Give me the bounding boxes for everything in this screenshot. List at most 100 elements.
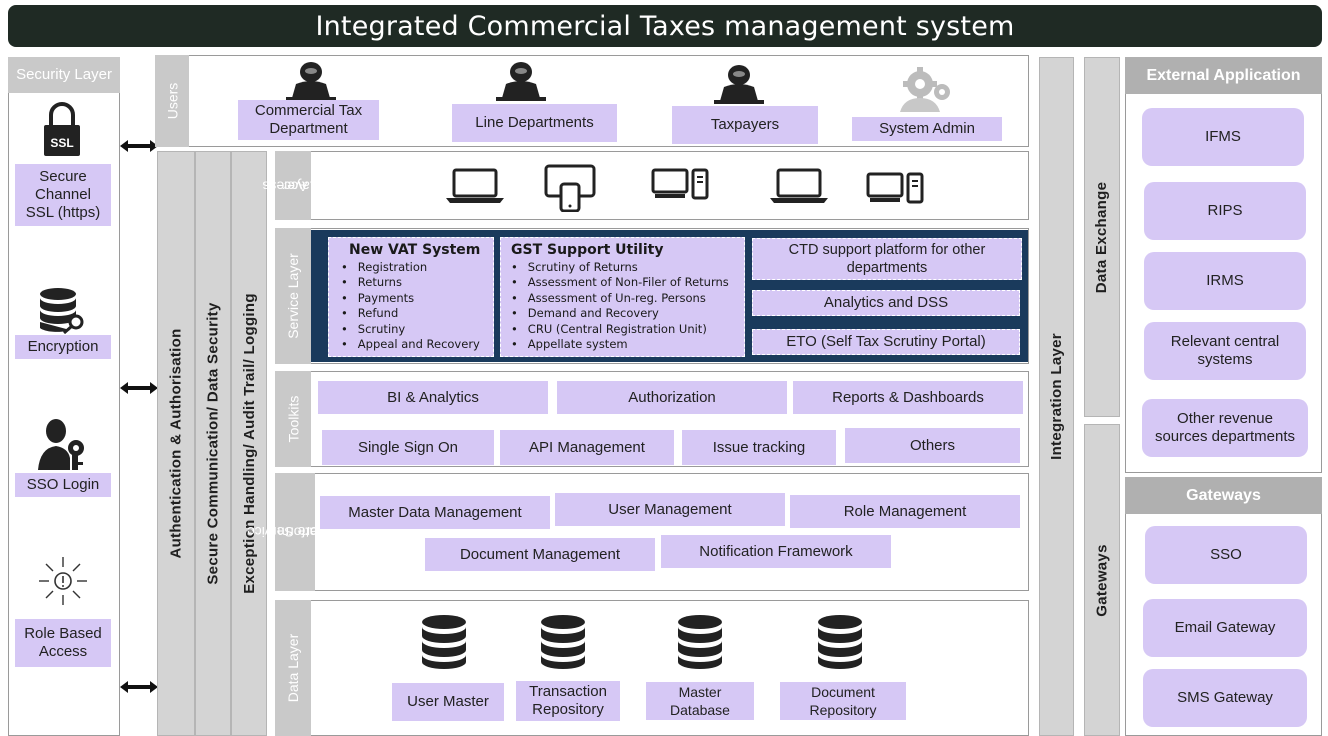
- database-icon: [422, 615, 466, 669]
- auth-bar: Authentication & Authorisation: [157, 151, 195, 736]
- database-icon: [541, 615, 585, 669]
- gst-item: Appellate system: [511, 337, 744, 352]
- gst-utility-box: GST Support Utility Scrutiny of Returns …: [500, 237, 745, 357]
- core-service-label: Core Service Platform: [247, 473, 329, 591]
- vat-item: Scrutiny: [341, 322, 493, 337]
- user-key-icon: [38, 419, 84, 470]
- toolkits-label: Toolkits: [275, 371, 311, 467]
- laptop-icon: [770, 168, 828, 203]
- core-document-management: Document Management: [425, 538, 655, 571]
- laptop-icon: [446, 168, 504, 203]
- database-key-icon: [40, 288, 84, 334]
- external-application-header: External Application: [1125, 57, 1322, 94]
- data-master-line-2: Database: [670, 702, 730, 718]
- security-item-encryption: Encryption: [15, 335, 111, 359]
- eto-portal-box: ETO (Self Tax Scrutiny Portal): [752, 329, 1020, 355]
- ctd-line-2: departments: [846, 260, 928, 276]
- vat-item: Refund: [341, 306, 493, 321]
- ctd-line-1: CTD support platform for other: [788, 242, 986, 258]
- gst-utility-title: GST Support Utility: [511, 242, 664, 258]
- database-icon: [818, 615, 862, 669]
- data-document-line-2: Repository: [809, 702, 877, 718]
- core-notification-framework: Notification Framework: [661, 535, 891, 568]
- access-layer-label: Access Layer: [263, 151, 318, 220]
- gst-utility-list: Scrutiny of Returns Assessment of Non-Fi…: [511, 260, 744, 352]
- data-document-line-1: Document: [811, 684, 875, 700]
- desktop-computer-icon: [866, 172, 924, 204]
- toolkit-reports-dashboards: Reports & Dashboards: [793, 381, 1023, 414]
- external-rips: RIPS: [1144, 182, 1306, 240]
- toolkit-api-management: API Management: [500, 430, 674, 465]
- vat-item: Payments: [341, 291, 493, 306]
- vat-item: Registration: [341, 260, 493, 275]
- data-layer-label: Data Layer: [275, 600, 311, 736]
- security-role-line-2: Access: [38, 643, 88, 660]
- user-laptop-icon: [496, 62, 546, 101]
- gateway-sso: SSO: [1145, 526, 1307, 584]
- external-irms: IRMS: [1144, 252, 1306, 310]
- secure-communication-bar: Secure Communication/ Data Security: [195, 151, 231, 736]
- gateway-email: Email Gateway: [1143, 599, 1307, 657]
- vat-item: Appeal and Recovery: [341, 337, 493, 352]
- security-layer-header: Security Layer: [8, 57, 120, 93]
- user-commercial-tax-department: Commercial Tax Department: [238, 100, 379, 140]
- users-label: Users: [155, 55, 189, 147]
- core-role-management: Role Management: [790, 495, 1020, 528]
- user-system-admin: System Admin: [852, 117, 1002, 141]
- toolkit-authorization: Authorization: [557, 381, 787, 414]
- core-user-management: User Management: [555, 493, 785, 526]
- exception-handling-bar: Exception Handling/ Audit Trail/ Logging: [231, 151, 267, 736]
- double-arrow-icon: [120, 140, 158, 152]
- tablet-monitor-icon: [544, 164, 596, 212]
- vat-system-title: New VAT System: [349, 242, 481, 258]
- toolkit-bi-analytics: BI & Analytics: [318, 381, 548, 414]
- data-exchange-strip: Data Exchange: [1084, 57, 1120, 417]
- external-relevant-central-systems: Relevant central systems: [1144, 322, 1306, 380]
- gateways-strip: Gateways: [1084, 424, 1120, 736]
- external-other-revenue-sources: Other revenue sources departments: [1142, 399, 1308, 457]
- gst-item: Demand and Recovery: [511, 306, 744, 321]
- gst-item: Assessment of Un-reg. Persons: [511, 291, 744, 306]
- toolkit-issue-tracking: Issue tracking: [682, 430, 836, 465]
- admin-gears-icon: [900, 67, 950, 112]
- gst-item: Scrutiny of Returns: [511, 260, 744, 275]
- vat-item: Returns: [341, 275, 493, 290]
- external-relevant-line-2: systems: [1197, 351, 1253, 368]
- security-item-sso-login: SSO Login: [15, 473, 111, 497]
- analytics-dss-box: Analytics and DSS: [752, 290, 1020, 316]
- user-line-departments: Line Departments: [452, 104, 617, 142]
- data-transaction-line-2: Repository: [532, 701, 604, 718]
- double-arrow-icon: [120, 681, 158, 693]
- user-taxpayers: Taxpayers: [672, 106, 818, 144]
- data-document-repository: Document Repository: [780, 682, 906, 720]
- data-user-master: User Master: [392, 683, 504, 721]
- external-relevant-line-1: Relevant central: [1170, 333, 1280, 350]
- page-title: Integrated Commercial Taxes management s…: [8, 5, 1322, 47]
- ctd-support-platform-box: CTD support platform for other departmen…: [752, 238, 1022, 280]
- vat-system-list: Registration Returns Payments Refund Scr…: [341, 260, 493, 352]
- security-ssl-line-3: SSL (https): [25, 204, 101, 221]
- core-master-data-management: Master Data Management: [320, 496, 550, 529]
- gst-item: CRU (Central Registration Unit): [511, 322, 744, 337]
- toolkit-single-sign-on: Single Sign On: [322, 430, 494, 465]
- vat-system-box: New VAT System Registration Returns Paym…: [328, 237, 494, 357]
- gateways-header: Gateways: [1125, 477, 1322, 514]
- data-transaction-line-1: Transaction: [529, 683, 607, 700]
- desktop-computer-icon: [651, 168, 709, 200]
- ssl-lock-icon: SSL: [44, 102, 80, 156]
- external-other-line-2: sources departments: [1154, 428, 1296, 445]
- user-laptop-icon: [286, 62, 336, 101]
- gateway-sms: SMS Gateway: [1143, 669, 1307, 727]
- external-other-line-1: Other revenue: [1177, 410, 1273, 427]
- double-arrow-icon: [120, 382, 158, 394]
- security-ssl-line-1: Secure: [39, 168, 87, 185]
- security-role-line-1: Role Based: [24, 625, 102, 642]
- data-master-database: Master Database: [646, 682, 754, 720]
- user-laptop-icon: [714, 65, 764, 104]
- data-transaction-repository: Transaction Repository: [516, 681, 620, 721]
- security-item-role-based-access: Role Based Access: [15, 619, 111, 667]
- database-icon: [678, 615, 722, 669]
- user-ctd-line-1: Commercial Tax: [254, 102, 363, 119]
- toolkit-others: Others: [845, 428, 1020, 463]
- core-service-panel: [275, 473, 1029, 591]
